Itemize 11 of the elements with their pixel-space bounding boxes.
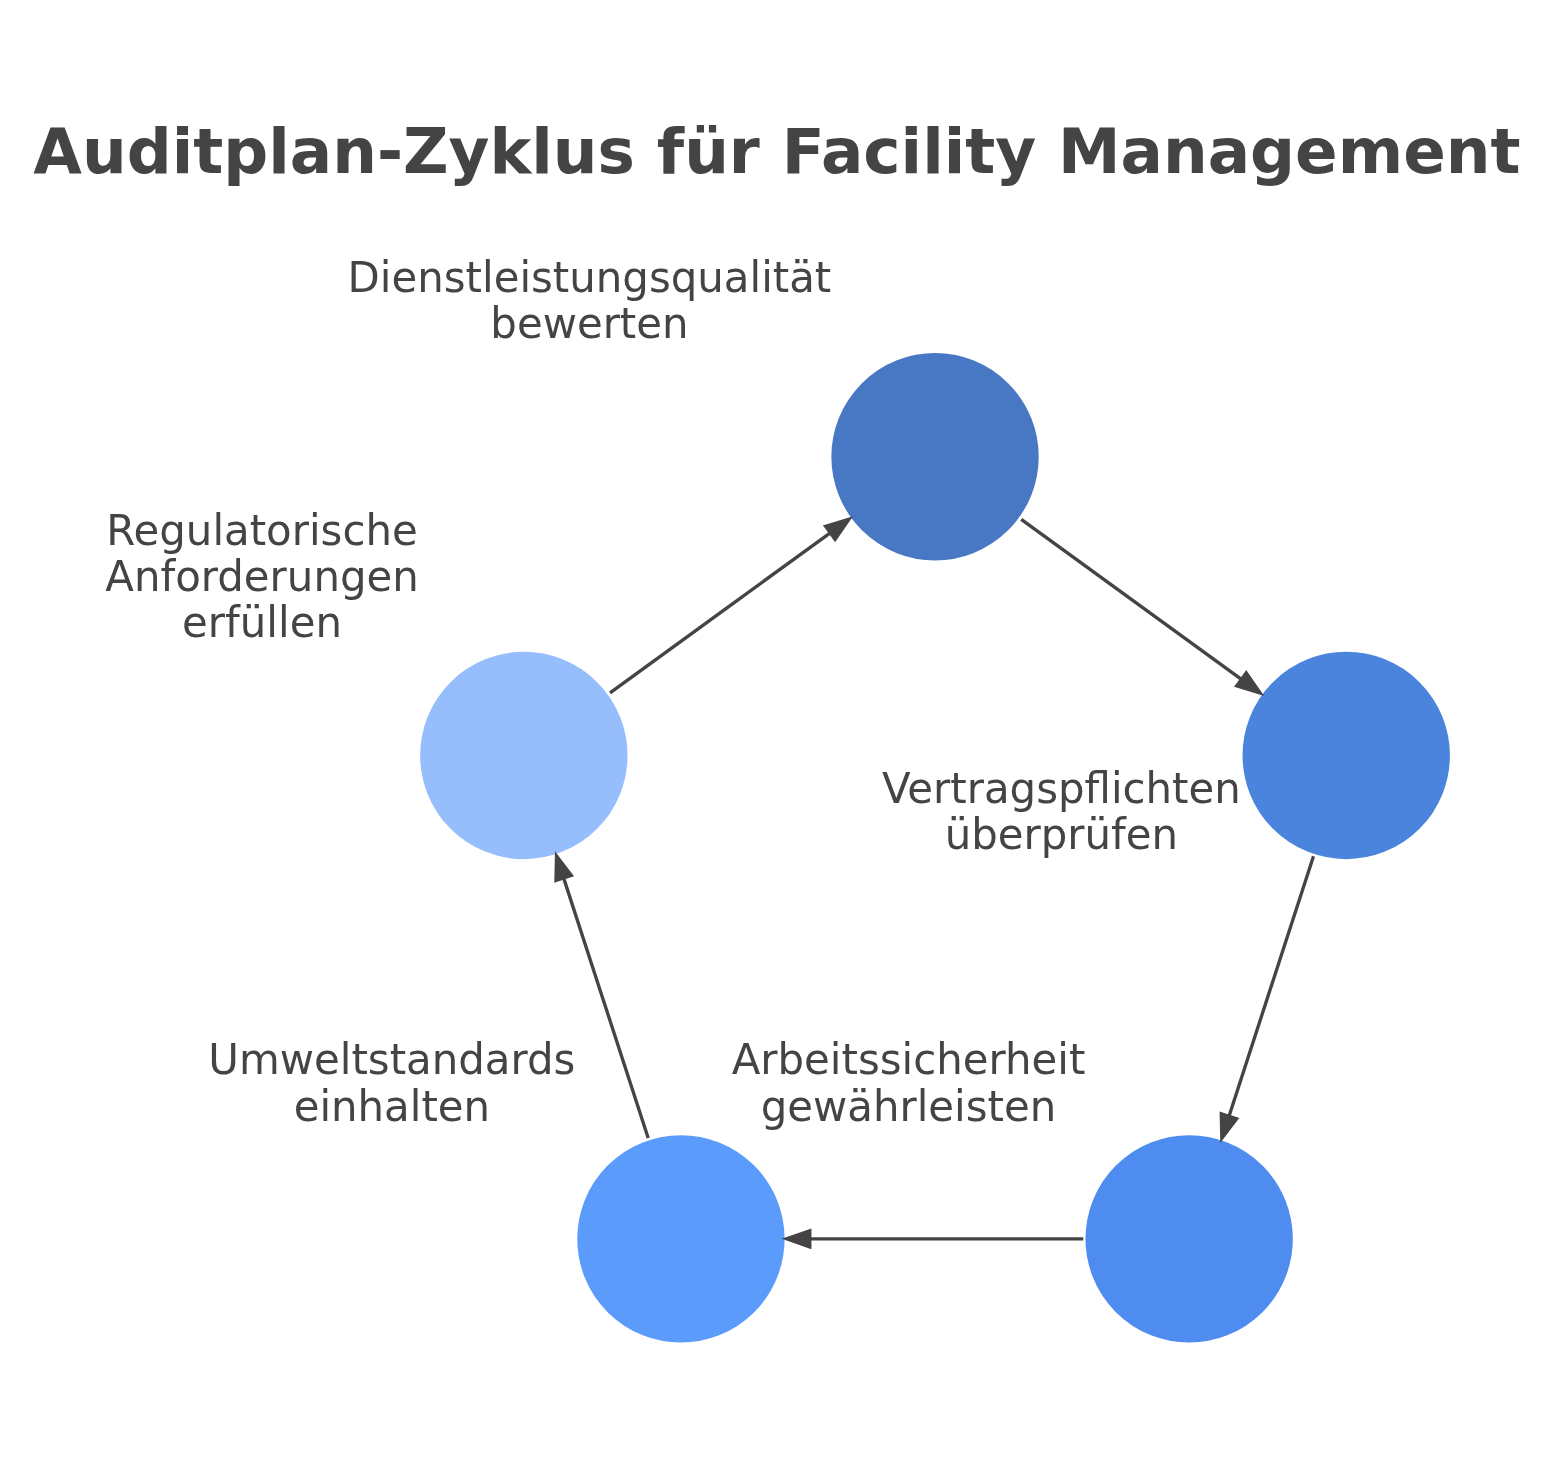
arrow <box>609 515 854 694</box>
arrow <box>1020 517 1265 696</box>
arrow <box>554 850 650 1139</box>
node-label: Dienstleistungsqualität bewerten <box>347 252 832 348</box>
node-label: Arbeitssicherheit gewährleisten <box>731 1034 1086 1131</box>
arrow <box>781 1227 1084 1249</box>
node-label: Umweltstandards einhalten <box>208 1034 576 1131</box>
node-label: Regulatorische Anforderungen erfüllen <box>105 505 419 647</box>
arrow <box>1219 855 1316 1143</box>
diagram-title: Auditplan-Zyklus für Facility Management <box>33 114 1521 188</box>
node-label: Vertragspflichten überprüfen <box>881 763 1241 859</box>
